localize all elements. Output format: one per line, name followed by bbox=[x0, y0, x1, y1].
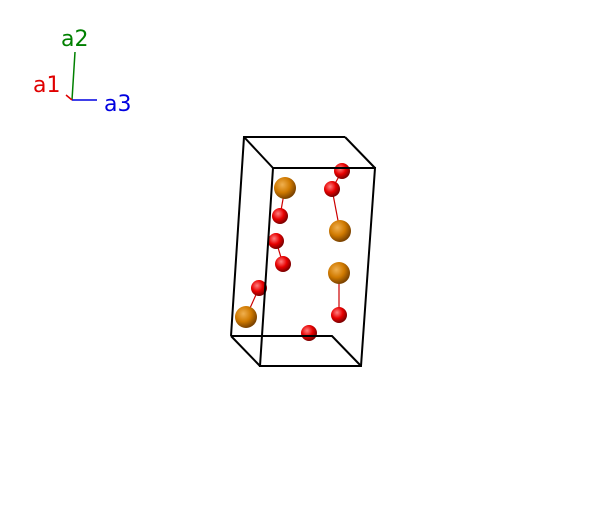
axis-a1-line bbox=[65, 94, 73, 101]
atom-small[interactable] bbox=[272, 208, 288, 224]
axis-a2-label: a2 bbox=[61, 27, 88, 52]
axis-a2-line bbox=[71, 51, 76, 101]
unit-cell-back bbox=[230, 136, 376, 337]
atom-small[interactable] bbox=[324, 181, 340, 197]
axis-a1-label: a1 bbox=[33, 73, 60, 98]
atom-large[interactable] bbox=[328, 262, 350, 284]
atom-small[interactable] bbox=[334, 163, 350, 179]
atom-small[interactable] bbox=[268, 233, 284, 249]
atom-large[interactable] bbox=[274, 177, 296, 199]
cell-back-edges bbox=[230, 136, 345, 337]
atoms bbox=[235, 163, 351, 341]
atom-small[interactable] bbox=[301, 325, 317, 341]
atom-small[interactable] bbox=[251, 280, 267, 296]
atom-large[interactable] bbox=[235, 306, 257, 328]
cell-bottom-edges bbox=[231, 335, 362, 367]
axis-triad: a2 a3 a1 bbox=[33, 27, 131, 117]
cell-edge bbox=[344, 136, 376, 169]
axis-a3-label: a3 bbox=[104, 92, 131, 117]
atom-small[interactable] bbox=[275, 256, 291, 272]
cell-edge bbox=[230, 335, 261, 367]
atom-small[interactable] bbox=[331, 307, 347, 323]
cell-edge bbox=[243, 136, 274, 169]
atom-large[interactable] bbox=[329, 220, 351, 242]
unit-cell-front bbox=[230, 167, 377, 367]
